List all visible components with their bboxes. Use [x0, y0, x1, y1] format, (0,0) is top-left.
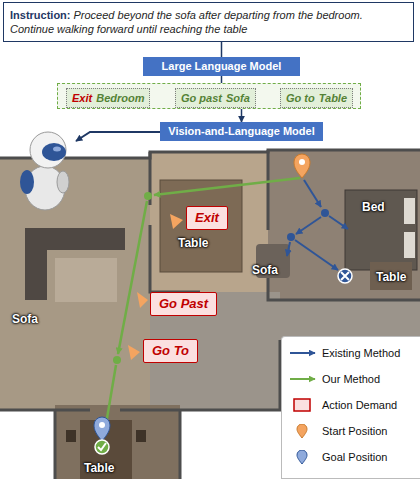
- action-callout: Exit: [186, 206, 228, 230]
- plan-group: Exit Bedroom Go past Sofa Go to Table: [57, 83, 361, 109]
- legend-box: Existing MethodOur MethodAction DemandSt…: [281, 336, 420, 479]
- action-step: Go past Sofa: [175, 88, 256, 108]
- legend-sample: [288, 450, 318, 464]
- legend-row: Goal Position: [282, 449, 420, 465]
- room-object-label: Table: [376, 270, 406, 284]
- box-label: Exit: [195, 210, 219, 225]
- action-callout: Go To: [143, 339, 198, 363]
- action-step: Exit Bedroom: [66, 88, 150, 108]
- box-label: Large Language Model: [162, 60, 282, 72]
- action-verb: Go past: [181, 92, 222, 104]
- room-object-label: Sofa: [252, 263, 278, 277]
- flow-connector: [221, 42, 223, 57]
- legend-sample: [288, 372, 318, 386]
- landmark-word: Sofa: [226, 92, 250, 104]
- room-object-label: Bed: [362, 200, 385, 214]
- legend-row: Action Demand: [282, 397, 420, 413]
- box-label: Go Past: [159, 296, 208, 311]
- legend-row: Start Position: [282, 423, 420, 439]
- legend-sample: [288, 346, 318, 360]
- box-label: Vision-and-Language Model: [168, 125, 314, 137]
- instruction-heading: Instruction:: [10, 9, 71, 21]
- model-bar: Large Language Model: [143, 57, 300, 76]
- legend-text: Existing Method: [322, 346, 400, 360]
- box-label: Go To: [152, 343, 189, 358]
- legend-row: Our Method: [282, 371, 420, 387]
- action-callout: Go Past: [150, 292, 217, 316]
- room-object-label: Sofa: [12, 312, 38, 326]
- landmark-word: Bedroom: [96, 92, 144, 104]
- model-bar: Vision-and-Language Model: [160, 122, 323, 141]
- flow-connector: [221, 76, 223, 83]
- action-verb: Exit: [72, 92, 92, 104]
- legend-text: Start Position: [322, 424, 387, 438]
- legend-row: Existing Method: [282, 345, 420, 361]
- legend-sample: [288, 398, 318, 412]
- action-verb: Go to: [286, 92, 315, 104]
- room-object-label: Table: [178, 236, 208, 250]
- instruction-box: Instruction:Proceed beyond the sofa afte…: [3, 2, 414, 42]
- flow-connector: [241, 109, 243, 122]
- action-step: Go to Table: [280, 88, 353, 108]
- room-object-label: Table: [84, 461, 114, 475]
- legend-text: Our Method: [322, 372, 380, 386]
- legend-text: Action Demand: [322, 398, 397, 412]
- legend-text: Goal Position: [322, 450, 387, 464]
- legend-sample: [288, 424, 318, 438]
- landmark-word: Table: [319, 92, 347, 104]
